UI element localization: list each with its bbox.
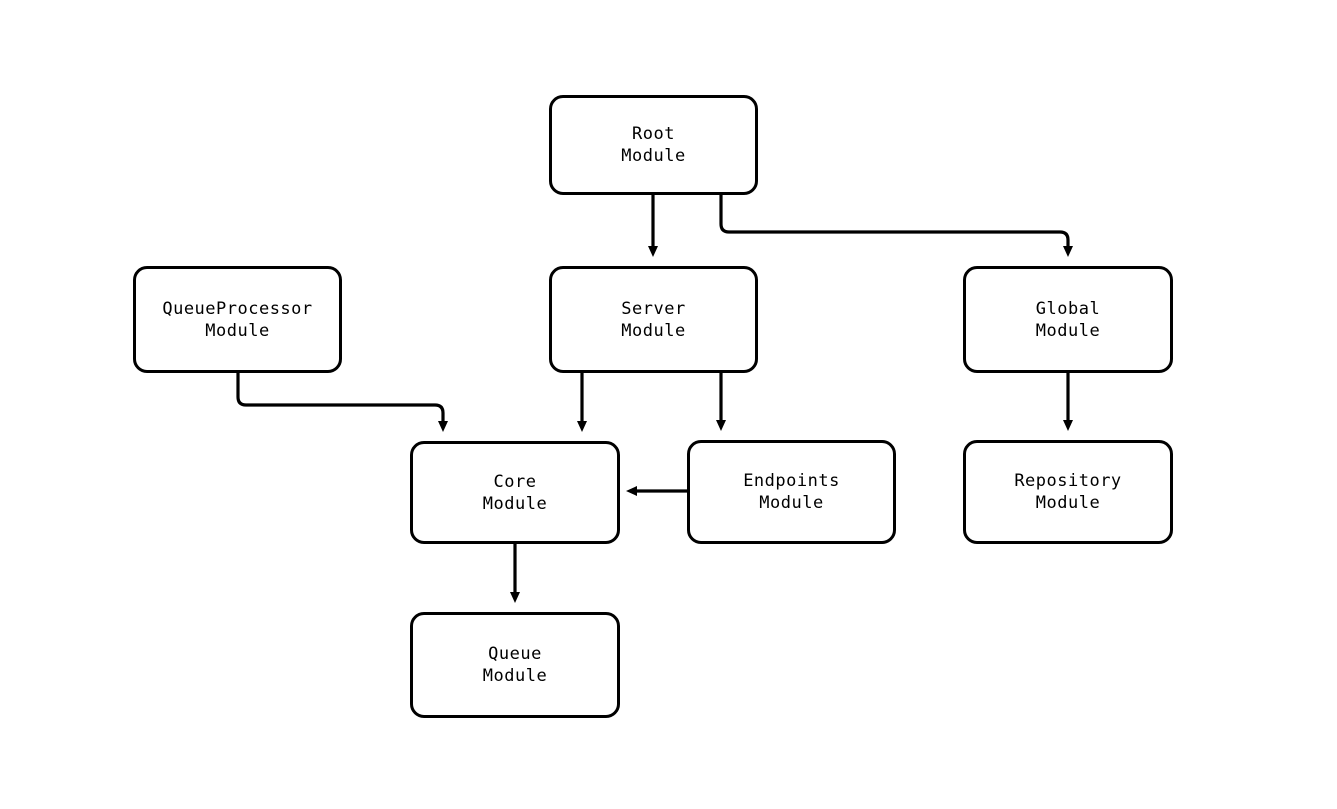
node-core-module[interactable]: Core Module bbox=[410, 441, 620, 544]
node-endpoints-module[interactable]: Endpoints Module bbox=[687, 440, 896, 544]
node-endpoints-module-label-line2: Module bbox=[759, 493, 824, 513]
node-queueprocessor-module-label-line1: QueueProcessor bbox=[162, 298, 313, 319]
node-core-module-label-line1: Core bbox=[493, 471, 537, 492]
node-root-module-label-line2: Module bbox=[621, 146, 686, 166]
node-global-module-label-line1: Global bbox=[1035, 298, 1101, 319]
edge-queueprocessor-to-core bbox=[236, 373, 448, 432]
node-global-module[interactable]: Global Module bbox=[963, 266, 1173, 373]
node-queueprocessor-module-label-line2: Module bbox=[205, 320, 270, 341]
node-core-module-label-line2: Module bbox=[482, 493, 548, 514]
node-repository-module-label-line2: Module bbox=[1035, 493, 1101, 513]
node-root-module[interactable]: Root Module bbox=[549, 95, 758, 195]
node-endpoints-module-label-line1: Endpoints bbox=[743, 471, 840, 491]
node-queue-module-label-line1: Queue bbox=[488, 644, 542, 664]
edge-root-to-global bbox=[719, 195, 1073, 257]
node-server-module-label-line2: Module bbox=[621, 320, 686, 341]
node-root-module-label-line1: Root bbox=[632, 124, 675, 144]
node-queueprocessor-module[interactable]: QueueProcessor Module bbox=[133, 266, 342, 373]
node-global-module-label-line2: Module bbox=[1035, 320, 1101, 341]
node-server-module-label-line1: Server bbox=[621, 298, 686, 319]
node-repository-module[interactable]: Repository Module bbox=[963, 440, 1173, 544]
node-server-module[interactable]: Server Module bbox=[549, 266, 758, 373]
node-queue-module-label-line2: Module bbox=[482, 666, 548, 686]
node-repository-module-label-line1: Repository bbox=[1014, 471, 1122, 491]
node-queue-module[interactable]: Queue Module bbox=[410, 612, 620, 718]
